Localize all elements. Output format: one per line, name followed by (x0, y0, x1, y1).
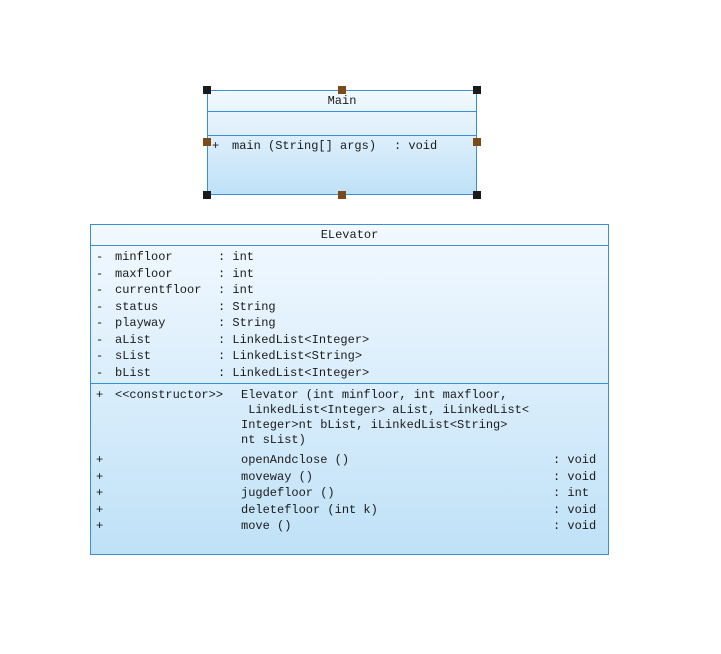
resize-handle-top-left[interactable] (203, 86, 211, 94)
attribute-type: : LinkedList<Integer> (218, 365, 370, 380)
resize-handle-middle-right[interactable] (473, 138, 481, 146)
attribute-type: : int (218, 283, 255, 297)
operation-type: : void (553, 502, 597, 517)
operation-name: openAndclose () (241, 453, 350, 467)
operation-name: jugdefloor () (241, 486, 335, 500)
resize-handle-bottom-right[interactable] (473, 191, 481, 199)
attribute-visibility: - (96, 332, 104, 347)
attribute-row[interactable]: - sList : LinkedList<String> (91, 348, 608, 365)
operation-type: : void (553, 453, 597, 467)
constructor-block[interactable]: + <<constructor>> Elevator (int minfloor… (91, 388, 608, 452)
constructor-signature-line: Elevator (int minfloor, int maxfloor, (241, 388, 508, 402)
attribute-name: playway (115, 316, 166, 330)
main-class-box[interactable]: Main + main (String[] args) : void (207, 90, 477, 195)
operation-row[interactable]: + deletefloor (int k) : void (91, 502, 608, 519)
elevator-class-attributes: - minfloor : int - maxfloor : int - curr… (91, 246, 608, 384)
attribute-visibility: - (96, 299, 104, 314)
constructor-visibility: + (96, 388, 104, 402)
attribute-name: status (115, 299, 159, 314)
attribute-name: sList (115, 349, 152, 363)
attribute-type: : int (218, 250, 255, 264)
attribute-visibility: - (96, 266, 104, 281)
constructor-signature-line: Integer>nt bList, iLinkedList<String> (241, 418, 508, 432)
attribute-row[interactable]: - aList : LinkedList<Integer> (91, 332, 608, 349)
operation-row[interactable]: + jugdefloor () : int (91, 485, 608, 502)
attribute-name: currentfloor (115, 283, 202, 297)
resize-handle-bottom-middle[interactable] (338, 191, 346, 199)
constructor-stereotype: <<constructor>> (115, 388, 224, 402)
attribute-visibility: - (96, 365, 104, 380)
operation-visibility: + (96, 502, 104, 517)
attribute-type: : int (218, 266, 255, 281)
operation-visibility: + (96, 469, 104, 484)
operation-name: moveway () (241, 469, 314, 484)
elevator-class-name: ELevator (91, 225, 608, 246)
operation-type: : int (553, 486, 590, 500)
attribute-row[interactable]: - minfloor : int (91, 249, 608, 266)
operation-row[interactable]: + openAndclose () : void (91, 452, 608, 469)
attribute-visibility: - (96, 283, 104, 297)
operation-visibility: + (96, 453, 104, 467)
operation-visibility: + (96, 519, 104, 533)
operation-name: deletefloor (int k) (241, 502, 378, 517)
operation-visibility: + (96, 486, 104, 500)
attribute-visibility: - (96, 250, 104, 264)
main-operation-row[interactable]: + main (String[] args) : void (208, 138, 476, 155)
main-operation-visibility: + (212, 139, 220, 153)
attribute-name: minfloor (115, 250, 173, 264)
attribute-row[interactable]: - maxfloor : int (91, 266, 608, 283)
main-operation-signature: main (String[] args) (232, 139, 377, 153)
elevator-class-box[interactable]: ELevator - minfloor : int - maxfloor : i… (90, 224, 609, 555)
constructor-signature-line: LinkedList<Integer> aList, iLinkedList< (241, 403, 530, 417)
attribute-name: maxfloor (115, 266, 173, 281)
attribute-visibility: - (96, 349, 104, 363)
attribute-visibility: - (96, 316, 104, 330)
attribute-type: : LinkedList<Integer> (218, 332, 370, 347)
attribute-row[interactable]: - status : String (91, 299, 608, 316)
resize-handle-middle-left[interactable] (203, 138, 211, 146)
operation-type: : void (553, 469, 597, 484)
resize-handle-top-middle[interactable] (338, 86, 346, 94)
attribute-row[interactable]: - playway : String (91, 315, 608, 332)
resize-handle-bottom-left[interactable] (203, 191, 211, 199)
main-class-operations: + main (String[] args) : void (208, 136, 476, 155)
main-class-name: Main (208, 91, 476, 112)
main-operation-type: : void (394, 139, 438, 153)
attribute-row[interactable]: - currentfloor : int (91, 282, 608, 299)
attribute-row[interactable]: - bList : LinkedList<Integer> (91, 365, 608, 382)
attribute-name: bList (115, 365, 152, 380)
operation-row[interactable]: + move () : void (91, 518, 608, 535)
operation-type: : void (553, 519, 597, 533)
constructor-signature-line: nt sList) (241, 433, 306, 447)
resize-handle-top-right[interactable] (473, 86, 481, 94)
operation-row[interactable]: + moveway () : void (91, 469, 608, 486)
attribute-type: : String (218, 316, 276, 330)
main-class-attributes (208, 112, 476, 136)
attribute-name: aList (115, 332, 152, 347)
elevator-class-operations: + <<constructor>> Elevator (int minfloor… (91, 384, 608, 552)
attribute-type: : LinkedList<String> (218, 349, 363, 363)
attribute-type: : String (218, 299, 276, 314)
operation-name: move () (241, 519, 292, 533)
